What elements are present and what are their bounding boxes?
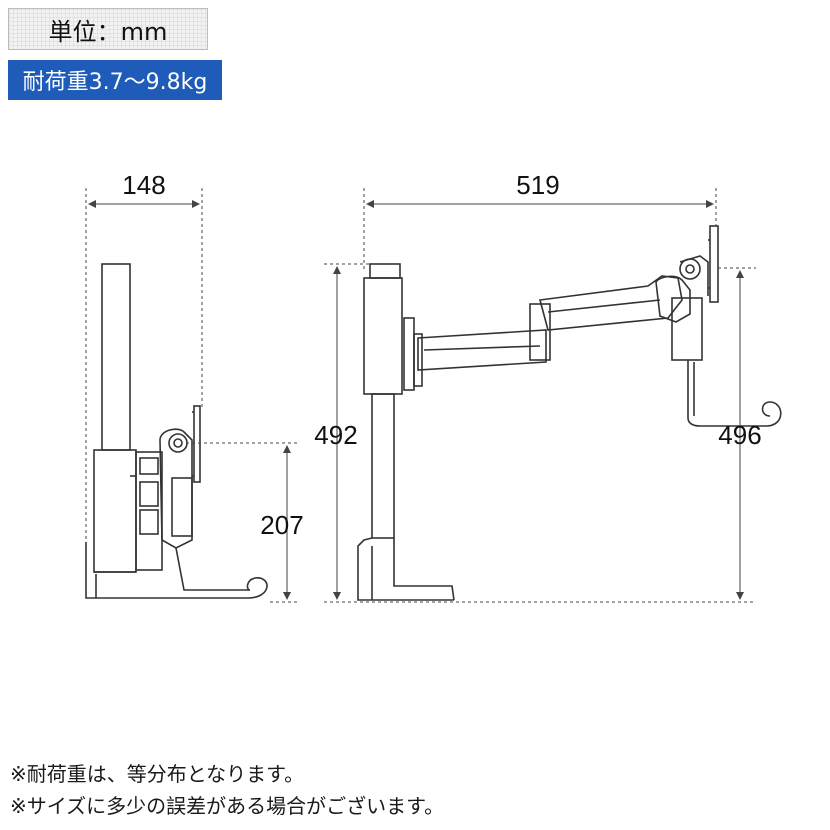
side-view xyxy=(85,263,268,599)
front-view xyxy=(357,225,782,601)
front-dimension-lines xyxy=(324,188,756,603)
unit-label: 単位：mm xyxy=(8,8,208,50)
side-mount-height-label: 207 xyxy=(260,510,303,540)
side-width-label: 148 xyxy=(122,170,165,200)
load-capacity-badge: 耐荷重3.7〜9.8kg xyxy=(8,60,222,100)
load-distribution-note: ※耐荷重は、等分布となります。 xyxy=(10,762,305,786)
arm-height-label: 496 xyxy=(718,420,761,450)
side-dimension-lines xyxy=(85,188,298,603)
pole-height-label: 492 xyxy=(314,420,357,450)
size-tolerance-note: ※サイズに多少の誤差がある場合がございます。 xyxy=(10,794,445,818)
front-width-label: 519 xyxy=(516,170,559,200)
